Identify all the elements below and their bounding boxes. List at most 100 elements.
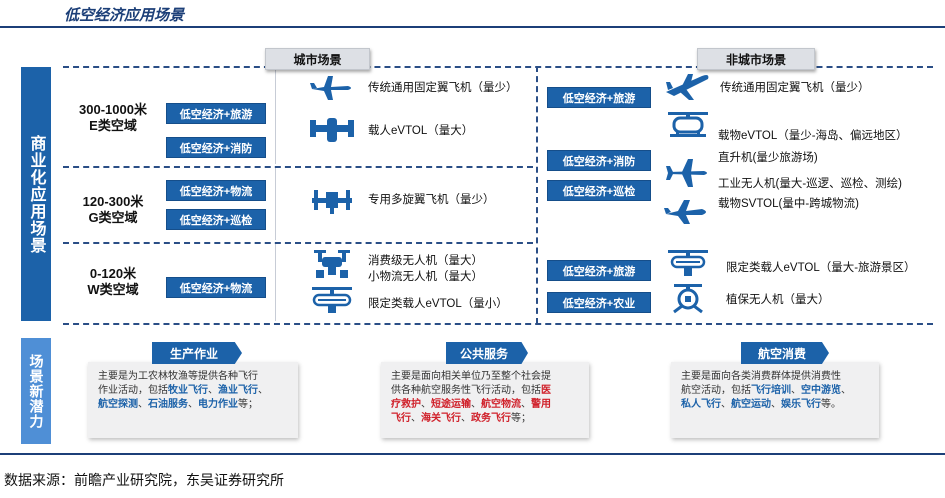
nonurban-tag-tourism: 低空经济+旅游: [547, 87, 651, 108]
zone-w-class: W类空域: [87, 282, 139, 297]
page-title: 低空经济应用场景: [64, 6, 185, 24]
nonurban-scene-header: 非城市场景: [697, 48, 815, 70]
potential-text-line: 航空活动，包括飞行培训、空中游览、: [681, 384, 869, 398]
potential-text-line: 主要是面向各类消费群体提供消费性: [681, 370, 869, 384]
cargo-svtol-icon: [664, 200, 706, 224]
urban-tag-tourism: 低空经济+旅游: [166, 103, 266, 124]
zone-e-altitude: 300-1000米: [79, 102, 147, 117]
highlight-term: 航空物流: [481, 399, 521, 410]
highlight-term: 渔业飞行: [218, 385, 258, 396]
highlight-term: 飞行培训: [751, 385, 791, 396]
nonurban-tag-agriculture: 低空经济+农业: [547, 292, 651, 313]
highlight-term: 疗救护: [391, 399, 421, 410]
fixed-wing-plane-icon: [666, 74, 709, 100]
text-segment: 航空活动，包括: [681, 385, 751, 396]
urban-tag-inspection: 低空经济+巡检: [166, 209, 266, 230]
urban-scene-header: 城市场景: [265, 48, 370, 70]
zone-e: 300-1000米 E类空域: [67, 102, 159, 134]
text-segment: 、: [841, 385, 851, 396]
urban-aircraft-logistics-drone: 小物流无人机（量大）: [368, 271, 483, 283]
highlight-term: 娱乐飞行: [781, 399, 821, 410]
highlight-term: 牧业飞行: [168, 385, 208, 396]
passenger-evtol-icon: [310, 118, 354, 142]
industrial-drone-icon: [666, 159, 707, 187]
divider-g-w: [63, 242, 533, 244]
nonurban-aircraft-cargo-evtol: 载物eVTOL（量少-海岛、偏远地区）: [718, 130, 908, 142]
urban-aircraft-fixed-wing: 传统通用固定翼飞机（量少）: [368, 82, 518, 94]
divider-e-g: [63, 166, 533, 168]
nonurban-tag-firefighting: 低空经济+消防: [547, 150, 651, 171]
highlight-term: 私人飞行: [681, 399, 721, 410]
title-rule: [0, 26, 945, 28]
highlight-term: 石油服务: [148, 399, 188, 410]
limited-evtol-icon: [668, 250, 708, 276]
top-dashed-line: [63, 66, 933, 68]
urban-aircraft-multirotor: 专用多旋翼飞机（量少）: [368, 194, 495, 206]
text-segment: 、: [791, 385, 801, 396]
urban-col-line-2: [275, 168, 276, 240]
bottom-rule: [0, 453, 945, 455]
urban-nonurban-divider: [536, 66, 538, 324]
nonurban-tag-inspection: 低空经济+巡检: [547, 180, 651, 201]
potential-title-production: 生产作业: [152, 342, 242, 364]
text-segment: 、: [421, 399, 431, 410]
text-segment: 供各种航空服务性飞行活动，包括: [391, 385, 541, 396]
urban-tag-logistics-w: 低空经济+物流: [166, 277, 266, 298]
text-segment: 等；: [238, 399, 258, 410]
crop-protection-drone-icon: [673, 284, 703, 314]
highlight-term: 短途运输: [431, 399, 471, 410]
text-segment: 、: [771, 399, 781, 410]
consumer-drone-icon: [314, 250, 350, 278]
nonurban-aircraft-fixed-wing: 传统通用固定翼飞机（量少）: [720, 82, 870, 94]
highlight-term: 海关飞行: [421, 413, 461, 424]
text-segment: 、: [411, 413, 421, 424]
urban-col-line-1: [275, 68, 276, 164]
zone-g: 120-300米 G类空域: [67, 194, 159, 226]
zone-w-altitude: 0-120米: [89, 266, 137, 281]
potential-text-line: 私人飞行、航空运动、娱乐飞行等。: [681, 398, 869, 412]
urban-tag-firefighting: 低空经济+消防: [166, 137, 266, 158]
highlight-term: 航空探测: [98, 399, 138, 410]
sidebar-potential: 场景新潜力: [21, 338, 51, 444]
bottom-dashed-line: [63, 323, 933, 325]
sidebar-commercial: 商业化应用场景: [21, 67, 51, 321]
text-segment: 主要是为工农林牧渔等提供各种飞行: [98, 371, 258, 382]
potential-card-public-text: 主要是面向相关单位乃至整个社会提供各种航空服务性飞行活动，包括医疗救护、短途运输…: [391, 370, 579, 426]
data-source: 数据来源：前瞻产业研究院，东吴证券研究所: [4, 473, 284, 489]
urban-aircraft-limited-evtol: 限定类载人eVTOL（量小）: [368, 298, 508, 310]
potential-text-line: 作业活动，包括牧业飞行、渔业飞行、: [98, 384, 288, 398]
urban-aircraft-evtol: 载人eVTOL（量大）: [368, 125, 474, 137]
potential-card-consumption: 主要是面向各类消费群体提供消费性航空活动，包括飞行培训、空中游览、私人飞行、航空…: [671, 362, 879, 438]
urban-aircraft-consumer-drone: 消费级无人机（量大）: [368, 255, 483, 267]
potential-text-line: 航空探测、石油服务、电力作业等；: [98, 398, 288, 412]
zone-g-altitude: 120-300米: [82, 194, 144, 209]
potential-text-line: 主要是为工农林牧渔等提供各种飞行: [98, 370, 288, 384]
text-segment: 、: [208, 385, 218, 396]
potential-title-public: 公共服务: [446, 342, 528, 364]
highlight-term: 医: [541, 385, 551, 396]
zone-e-class: E类空域: [89, 118, 137, 133]
potential-text-line: 疗救护、短途运输、航空物流、警用: [391, 398, 579, 412]
nonurban-aircraft-limited-evtol: 限定类载人eVTOL（量大-旅游景区）: [726, 262, 916, 274]
text-segment: 、: [138, 399, 148, 410]
nonurban-tag-tourism-w: 低空经济+旅游: [547, 260, 651, 281]
fixed-wing-plane-icon: [310, 76, 351, 100]
text-segment: 作业活动，包括: [98, 385, 168, 396]
highlight-term: 政务飞行: [471, 413, 511, 424]
urban-tag-logistics: 低空经济+物流: [166, 180, 266, 201]
text-segment: 、: [258, 385, 268, 396]
text-segment: 、: [521, 399, 531, 410]
highlight-term: 电力作业: [198, 399, 238, 410]
potential-text-line: 供各种航空服务性飞行活动，包括医: [391, 384, 579, 398]
urban-col-line-3: [275, 244, 276, 321]
potential-text-line: 飞行、海关飞行、政务飞行等；: [391, 412, 579, 426]
cargo-evtol-icon: [668, 112, 708, 137]
zone-w: 0-120米 W类空域: [67, 266, 159, 298]
nonurban-aircraft-cargo-svtol: 载物SVTOL(量中-跨城物流): [718, 198, 859, 210]
highlight-term: 空中游览: [801, 385, 841, 396]
potential-card-consumption-text: 主要是面向各类消费群体提供消费性航空活动，包括飞行培训、空中游览、私人飞行、航空…: [681, 370, 869, 412]
highlight-term: 航空运动: [731, 399, 771, 410]
potential-title-consumption: 航空消费: [741, 342, 829, 364]
potential-card-production: 主要是为工农林牧渔等提供各种飞行作业活动，包括牧业飞行、渔业飞行、航空探测、石油…: [88, 362, 298, 438]
highlight-term: 飞行: [391, 413, 411, 424]
